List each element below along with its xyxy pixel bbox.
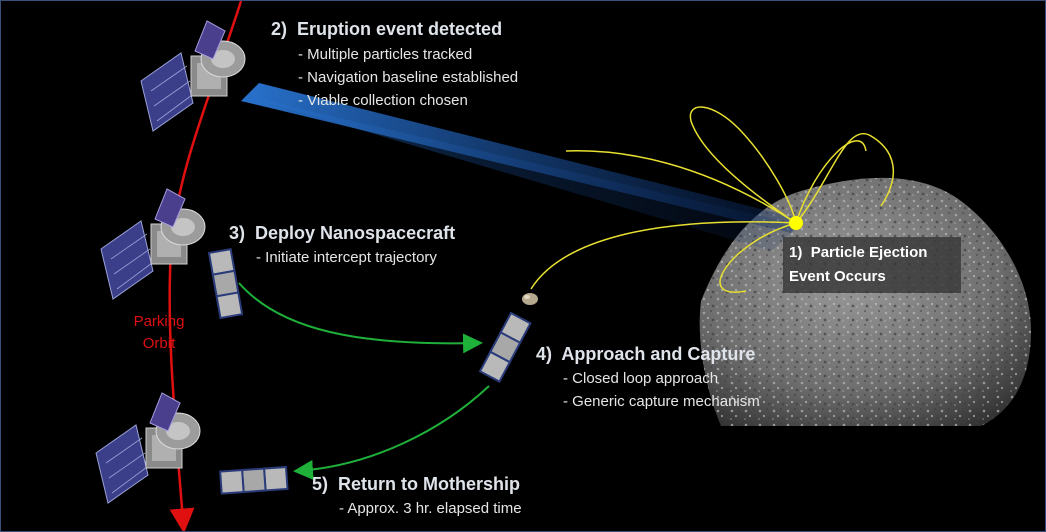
- step-2-bullet: - Navigation baseline established: [298, 69, 519, 86]
- step-3-bullet: - Initiate intercept trajectory: [256, 249, 437, 266]
- step-1-label: Particle Ejection: [810, 244, 928, 261]
- step-1-number: 1): [789, 244, 803, 261]
- step-5-title: 5) Return to Mothership: [312, 474, 520, 495]
- orbit-label-line2: Orbit: [142, 335, 176, 352]
- step-2-bullet: - Multiple particles tracked: [298, 46, 473, 63]
- step-4-label: Approach and Capture: [561, 344, 756, 364]
- step-2-bullets: - Multiple particles tracked - Navigatio…: [298, 43, 518, 112]
- nanospacecraft-return: [219, 466, 289, 495]
- step-3-number: 3): [229, 223, 246, 243]
- step-2-bullet: - Viable collection chosen: [298, 92, 468, 109]
- nanospacecraft-approach: [479, 312, 532, 383]
- step-4-bullet: - Closed loop approach: [563, 370, 719, 387]
- step-2-number: 2): [271, 19, 288, 39]
- step-4-number: 4): [536, 344, 553, 364]
- orbit-label-line1: Parking: [133, 313, 185, 330]
- step-3-title: 3) Deploy Nanospacecraft: [229, 223, 455, 244]
- intercept-trajectory-arrow: [238, 282, 483, 354]
- step-4-bullet: - Generic capture mechanism: [563, 393, 760, 410]
- step-3-label: Deploy Nanospacecraft: [255, 223, 456, 243]
- captured-particle: [522, 293, 538, 305]
- step-5-label: Return to Mothership: [338, 474, 521, 494]
- return-trajectory-arrow: [293, 385, 490, 480]
- step-5-bullet: - Approx. 3 hr. elapsed time: [339, 500, 522, 517]
- step-1-label-line2: Event Occurs: [789, 268, 886, 285]
- ejection-point: [789, 216, 803, 230]
- mothership-satellite-middle: [100, 188, 206, 300]
- parking-orbit-label: Parking Orbit: [119, 311, 199, 355]
- step-5-number: 5): [312, 474, 329, 494]
- mothership-satellite-bottom: [95, 392, 201, 504]
- particle-trajectories: [530, 106, 895, 293]
- step-2-label: Eruption event detected: [297, 19, 503, 39]
- step-1-box: 1) Particle Ejection Event Occurs: [783, 237, 961, 293]
- step-2-title: 2) Eruption event detected: [271, 19, 502, 40]
- step-5-bullets: - Approx. 3 hr. elapsed time: [339, 497, 522, 520]
- nanospacecraft-deploy: [208, 248, 244, 319]
- step-4-title: 4) Approach and Capture: [536, 344, 755, 365]
- step-3-bullets: - Initiate intercept trajectory: [256, 246, 437, 269]
- step-4-bullets: - Closed loop approach - Generic capture…: [563, 367, 760, 413]
